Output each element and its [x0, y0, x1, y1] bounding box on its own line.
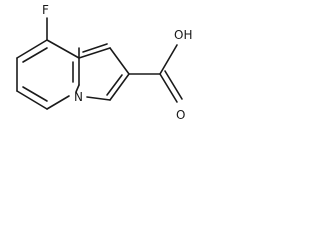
atom-label-fluorine: F	[42, 3, 49, 17]
bond-n-c5	[46, 95, 70, 110]
chemical-structure-diagram: F N OH O	[16, 3, 192, 122]
double-bond-c2-c3	[106, 74, 123, 96]
bond-c3-n	[86, 96, 111, 101]
bond-c1-c2	[109, 47, 130, 75]
five-membered-ring	[78, 43, 130, 101]
bond-c7-c8	[16, 39, 48, 59]
bond-c5-c6	[16, 90, 48, 110]
bond-carboxyl-o	[159, 73, 178, 103]
atom-label-nitrogen: N	[74, 90, 83, 104]
bond-carboxyl-oh	[159, 44, 178, 75]
double-bond-c7-c8	[22, 47, 48, 63]
six-membered-ring	[16, 39, 80, 110]
atom-label-hydroxyl: OH	[174, 28, 192, 42]
double-bond-carboxyl-o	[164, 70, 183, 100]
double-bond-c8a-c1	[82, 43, 108, 53]
bond-c8a-c1	[78, 47, 111, 59]
bond-c2-c3	[109, 73, 130, 101]
bond-c8-c8a-ring	[46, 39, 80, 59]
carboxylic-acid-group	[128, 44, 183, 103]
double-bond-c5-c6	[22, 86, 48, 102]
bond-c8a-n	[75, 84, 80, 93]
atom-label-carbonyl-oxygen: O	[176, 108, 185, 122]
